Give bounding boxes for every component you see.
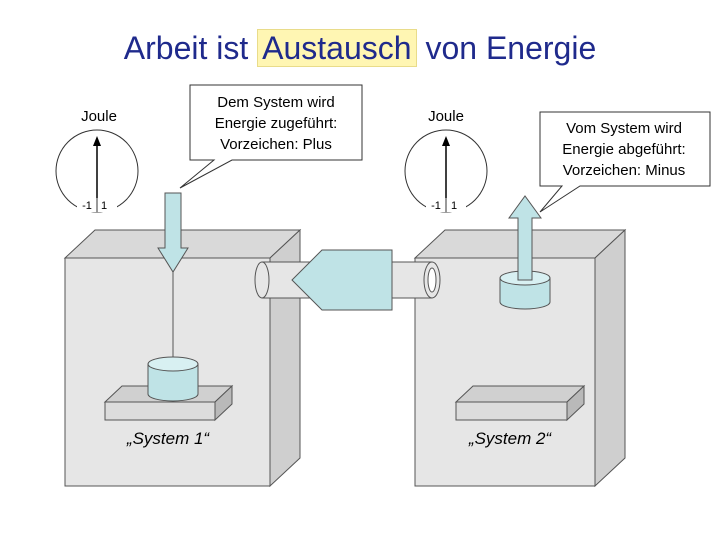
plate-right-front bbox=[455, 401, 568, 421]
meter-left-tick-neg: -1 bbox=[82, 200, 92, 212]
meter-right-tick-pos: 1 bbox=[451, 200, 457, 212]
meter-right-unit: Joule bbox=[428, 108, 464, 125]
energy-transfer-arrow bbox=[291, 249, 393, 311]
callout-right: Vom System wird Energie abgeführt: Vorze… bbox=[539, 111, 711, 213]
page-title: Arbeit ist Austausch von Energie bbox=[0, 29, 720, 67]
meter-left-unit: Joule bbox=[81, 108, 117, 125]
joule-meter-left: Joule -1 1 bbox=[55, 108, 139, 213]
title-highlight: Austausch bbox=[257, 29, 417, 67]
meter-left-tick-pos: 1 bbox=[101, 200, 107, 212]
callout-left-line-3: Vorzeichen: Plus bbox=[220, 136, 332, 153]
meter-right-needle-head bbox=[442, 136, 450, 146]
callout-right-line-2: Energie abgeführt: bbox=[562, 141, 685, 158]
callout-right-line-3: Vorzeichen: Minus bbox=[563, 162, 686, 179]
meter-right-tick-neg: -1 bbox=[431, 200, 441, 212]
plate-left-front bbox=[104, 401, 216, 421]
callout-left-line-1: Dem System wird bbox=[217, 94, 335, 111]
callout-left: Dem System wird Energie zugeführt: Vorze… bbox=[179, 84, 363, 189]
weight-cylinder-left bbox=[147, 356, 199, 402]
callout-left-bubble bbox=[179, 84, 363, 189]
callout-left-line-2: Energie zugeführt: bbox=[215, 115, 338, 132]
system-box-left: „System 1“ bbox=[63, 228, 302, 488]
joule-meter-right: Joule -1 1 bbox=[404, 108, 488, 213]
meter-left-needle-head bbox=[93, 136, 101, 146]
box-right-side bbox=[594, 228, 626, 488]
energy-in-arrow bbox=[157, 192, 189, 273]
callout-right-line-1: Vom System wird bbox=[566, 120, 682, 137]
box-right-front bbox=[414, 257, 596, 487]
energy-out-arrow bbox=[508, 195, 542, 281]
system-right-label: „System 2“ bbox=[468, 429, 553, 448]
callout-right-bubble bbox=[539, 111, 711, 213]
title-part-2: von Energie bbox=[416, 30, 597, 66]
plate-right-top bbox=[454, 385, 586, 403]
title-part-1: Arbeit ist bbox=[123, 30, 258, 66]
system-left-label: „System 1“ bbox=[126, 429, 211, 448]
